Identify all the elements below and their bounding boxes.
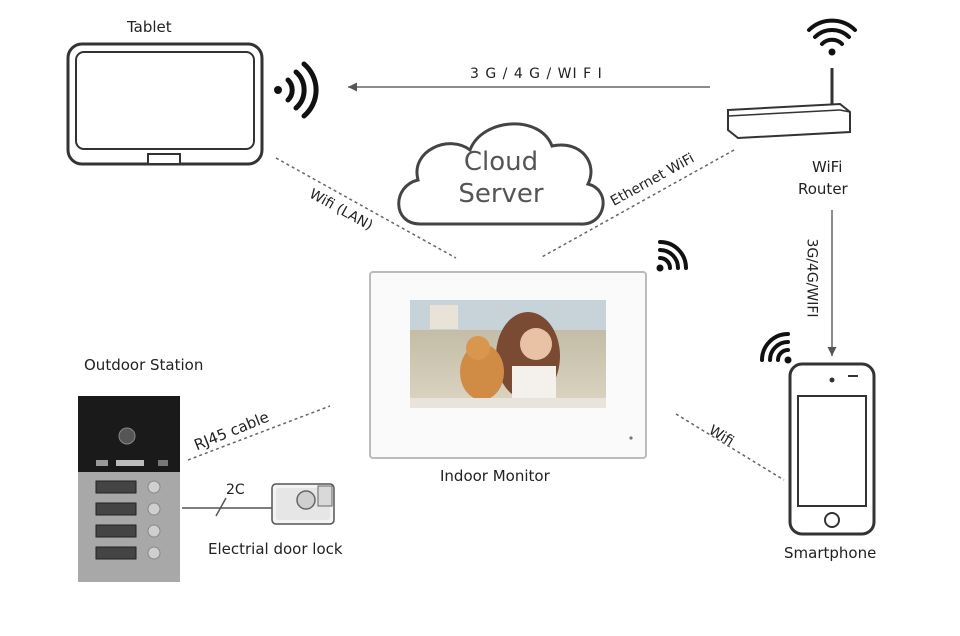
link-tablet-monitor-line	[275, 157, 457, 259]
smartphone-device	[788, 362, 876, 536]
door-lock-device	[271, 483, 335, 525]
link-lock-wire-label: 2C	[226, 482, 245, 498]
outdoor-station-label: Outdoor Station	[84, 356, 204, 374]
link-router-tablet-label: 3 G / 4 G / WI F I	[470, 66, 603, 82]
router-label-line2: Router	[798, 180, 848, 198]
link-monitor-phone-line	[675, 413, 785, 481]
wifi-router-device	[727, 68, 851, 140]
door-lock-label: Electrial door lock	[208, 540, 343, 558]
cloud-server-shape	[397, 122, 605, 226]
smartphone-wifi-icon	[760, 332, 792, 364]
router-wifi-icon	[807, 18, 857, 56]
link-router-phone-label: 3G/4G/WIFI	[803, 238, 820, 318]
outdoor-station-device	[78, 396, 180, 582]
indoor-monitor-label: Indoor Monitor	[440, 467, 550, 485]
monitor-wifi-icon	[656, 240, 688, 272]
cloud-label-line2: Server	[458, 179, 544, 209]
router-label-line1: WiFi	[812, 158, 843, 176]
tablet-wifi-icon	[274, 61, 319, 119]
link-outdoor-monitor-line	[187, 405, 331, 461]
cloud-label-line1: Cloud	[463, 147, 539, 177]
indoor-monitor-device	[369, 271, 647, 459]
smartphone-label: Smartphone	[784, 544, 877, 562]
tablet-device	[66, 42, 264, 166]
link-lock-wire-tick	[215, 497, 227, 517]
link-router-monitor-line	[539, 149, 735, 259]
tablet-label: Tablet	[127, 18, 172, 36]
